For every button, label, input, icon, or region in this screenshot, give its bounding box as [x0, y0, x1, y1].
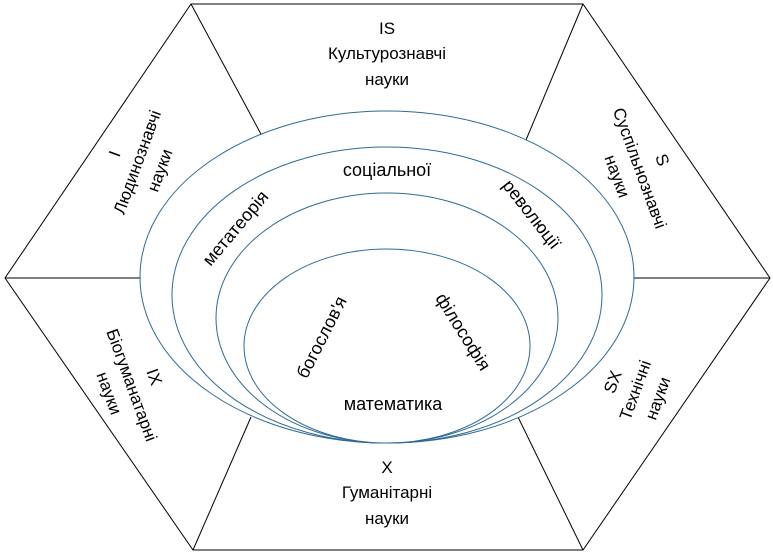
- segment-bottom-subtitle: науки: [365, 509, 409, 528]
- segment-bottom-code: X: [381, 458, 392, 477]
- segment-lower-right: SX Технічні науки: [600, 358, 674, 423]
- segment-upper-right-code: S: [651, 151, 673, 168]
- segment-top-title: Культурознавчі: [328, 44, 446, 63]
- spoke-top-right: [525, 3, 584, 141]
- spoke-bottom-left: [192, 416, 252, 551]
- inner-ring: [243, 248, 531, 444]
- segment-lower-right-code: SX: [600, 368, 626, 396]
- segment-bottom: X Гуманітарні науки: [342, 458, 432, 528]
- segment-top-code: IS: [379, 19, 395, 38]
- ring-label-social: соціальної: [343, 160, 431, 180]
- segment-bottom-title: Гуманітарні: [342, 483, 432, 502]
- ring-label-mathematics: математика: [344, 394, 444, 414]
- segment-lower-left-code: IX: [142, 366, 165, 388]
- spoke-bottom-right: [517, 416, 584, 551]
- spoke-top-left: [190, 3, 263, 137]
- segment-top-subtitle: науки: [365, 70, 409, 89]
- segment-top: IS Культурознавчі науки: [328, 19, 446, 89]
- segment-upper-left-code: I: [105, 148, 124, 159]
